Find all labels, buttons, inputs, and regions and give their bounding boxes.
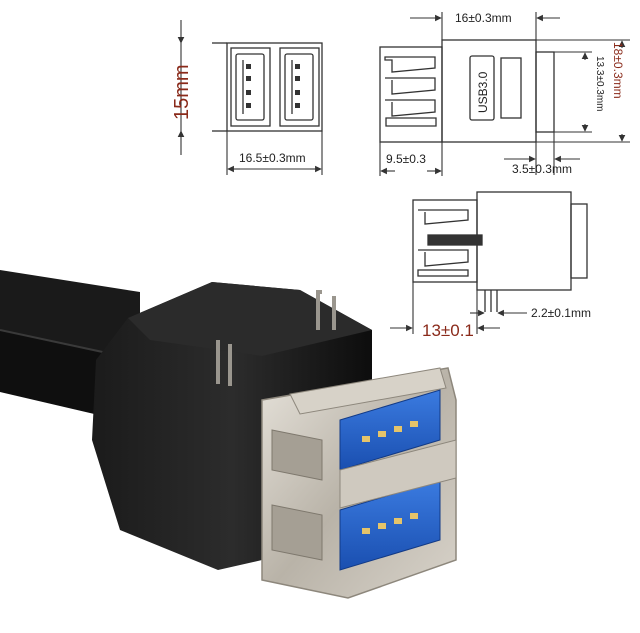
inner-height-dimension bbox=[554, 51, 592, 133]
top-pins bbox=[216, 290, 336, 386]
connector-body bbox=[92, 282, 372, 570]
front-view-drawing bbox=[212, 42, 323, 132]
right-offset-label: 3.5±0.3mm bbox=[512, 162, 572, 176]
front-width-dimension bbox=[226, 131, 323, 175]
front-width-label: 16.5±0.3mm bbox=[239, 151, 306, 165]
front-view-contacts bbox=[246, 64, 300, 108]
lower-contacts bbox=[362, 513, 418, 534]
side-depth-dimension bbox=[390, 282, 500, 334]
side-depth-label: 13±0.1 bbox=[422, 321, 474, 340]
upper-contacts bbox=[362, 421, 418, 442]
pin-spacing-label: 2.2±0.1mm bbox=[531, 306, 591, 320]
front-height-label: 15mm bbox=[171, 64, 193, 120]
port-label: USB3.0 bbox=[476, 71, 490, 113]
side-view-drawing bbox=[412, 191, 588, 312]
left-offset-label: 9.5±0.3 bbox=[386, 152, 426, 166]
total-height-dimension bbox=[536, 39, 630, 143]
top-view-drawing bbox=[379, 39, 555, 143]
product-photo bbox=[0, 270, 457, 599]
left-offset-dimension bbox=[379, 142, 443, 176]
right-offset-dimension bbox=[504, 132, 580, 175]
top-width-dimension bbox=[410, 12, 560, 40]
top-width-label: 16±0.3mm bbox=[455, 11, 512, 25]
total-height-label: 18±0.3mm bbox=[611, 42, 625, 99]
inner-height-label: 13.3±0.3mm bbox=[594, 56, 605, 112]
usb3-port-upper bbox=[339, 389, 441, 471]
